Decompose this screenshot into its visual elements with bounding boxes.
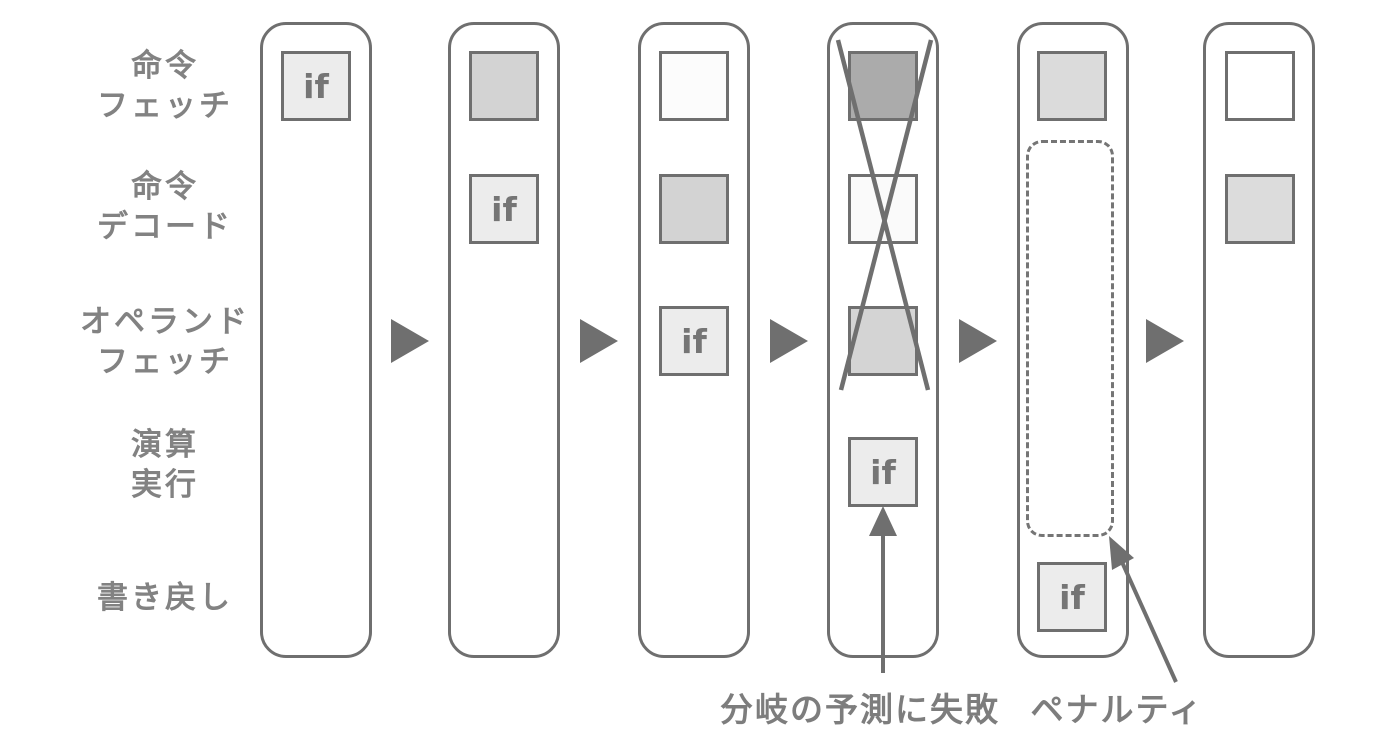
stage-label-operand-fetch: オペランド フェッチ: [40, 302, 290, 382]
if-cell: if: [848, 437, 918, 507]
stage-label-execute: 演算 実行: [40, 425, 290, 505]
stage-label-line: 命令: [131, 169, 199, 205]
stage-label-instruction-decode: 命令 デコード: [40, 167, 290, 247]
branch-fail-label: 分岐の予測に失敗: [720, 690, 1000, 729]
penalty-arrow: [1120, 561, 1178, 683]
next-cycle-arrow-icon: [959, 319, 997, 363]
stage-label-line: オペランド: [80, 304, 250, 340]
stage-label-write-back: 書き戻し: [40, 578, 290, 618]
stage-label-line: デコード: [97, 209, 233, 245]
pipeline-cell: [1225, 51, 1295, 121]
if-cell: if: [281, 51, 351, 121]
pipeline-column-cycle-1: [260, 22, 372, 658]
pipeline-cell-squashed: [848, 51, 918, 121]
stage-label-instruction-fetch: 命令 フェッチ: [40, 46, 290, 126]
if-cell: if: [1037, 562, 1107, 632]
pipeline-column-cycle-6: [1203, 22, 1315, 658]
next-cycle-arrow-icon: [391, 319, 429, 363]
if-cell: if: [659, 306, 729, 376]
stage-label-line: 実行: [131, 467, 199, 503]
stage-label-line: 演算: [131, 427, 199, 463]
stage-label-line: 命令: [131, 48, 199, 84]
if-cell: if: [469, 174, 539, 244]
stage-label-line: 書き戻し: [97, 580, 233, 616]
pipeline-column-cycle-2: [448, 22, 560, 658]
next-cycle-arrow-icon: [580, 319, 618, 363]
pipeline-cell-squashed: [848, 306, 918, 376]
penalty-label: ペナルティ: [1030, 690, 1204, 729]
next-cycle-arrow-icon: [1146, 319, 1184, 363]
next-cycle-arrow-icon: [770, 319, 808, 363]
stage-label-line: フェッチ: [97, 88, 233, 124]
pipeline-cell: [659, 51, 729, 121]
penalty-bubble: [1026, 140, 1114, 537]
stage-label-line: フェッチ: [97, 344, 233, 380]
pipeline-cell-squashed: [848, 174, 918, 244]
pipeline-cell: [1037, 51, 1107, 121]
pipeline-cell: [469, 51, 539, 121]
pipeline-cell: [1225, 174, 1295, 244]
pipeline-cell: [659, 174, 729, 244]
